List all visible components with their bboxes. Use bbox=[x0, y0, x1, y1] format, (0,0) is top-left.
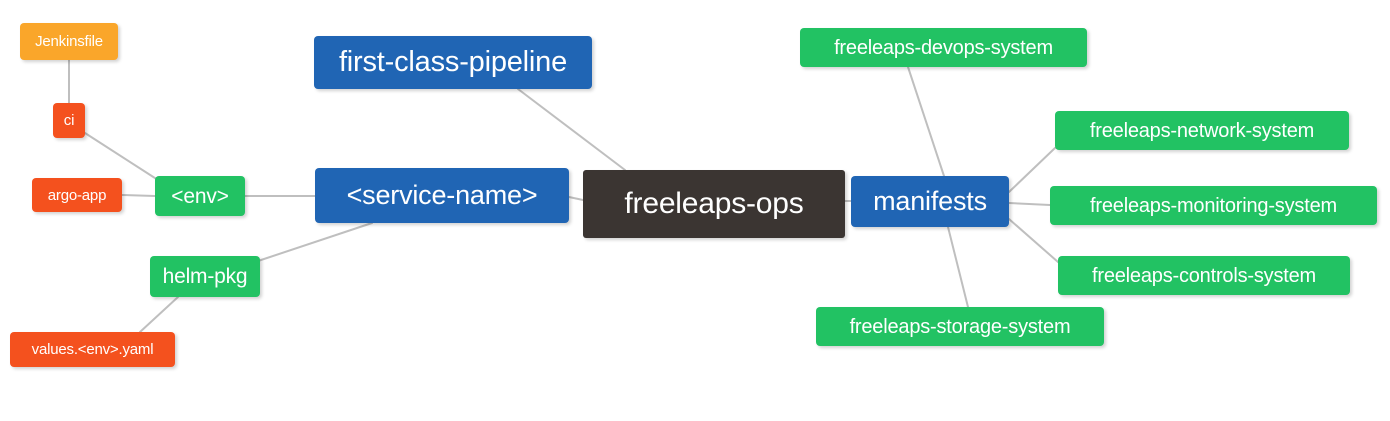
edge-ci-to-env bbox=[84, 132, 159, 181]
node-helm-pkg[interactable]: helm-pkg bbox=[150, 256, 260, 297]
edge-manifests-to-freeleaps-storage-system bbox=[947, 226, 969, 308]
node-freeleaps-ops[interactable]: freeleaps-ops bbox=[583, 170, 845, 238]
node-label-helm-pkg: helm-pkg bbox=[162, 265, 248, 288]
node-label-jenkinsfile: Jenkinsfile bbox=[35, 33, 103, 50]
node-service-name[interactable]: <service-name> bbox=[315, 168, 569, 223]
node-label-freeleaps-devops-system: freeleaps-devops-system bbox=[834, 36, 1053, 59]
node-label-first-class-pipeline: first-class-pipeline bbox=[338, 46, 568, 78]
node-argo-app[interactable]: argo-app bbox=[32, 178, 122, 212]
node-freeleaps-monitoring-system[interactable]: freeleaps-monitoring-system bbox=[1050, 186, 1377, 225]
node-freeleaps-devops-system[interactable]: freeleaps-devops-system bbox=[800, 28, 1087, 67]
node-label-freeleaps-network-system: freeleaps-network-system bbox=[1089, 119, 1315, 142]
node-ci[interactable]: ci bbox=[53, 103, 85, 138]
node-manifests[interactable]: manifests bbox=[851, 176, 1009, 227]
node-first-class-pipeline[interactable]: first-class-pipeline bbox=[314, 36, 592, 89]
edge-values-yaml-to-helm-pkg bbox=[139, 296, 179, 333]
node-label-manifests: manifests bbox=[873, 186, 987, 216]
node-freeleaps-network-system[interactable]: freeleaps-network-system bbox=[1055, 111, 1349, 150]
edge-helm-pkg-to-service-name bbox=[254, 222, 373, 263]
node-label-values-yaml: values.<env>.yaml bbox=[31, 341, 154, 358]
edge-manifests-to-freeleaps-controls-system bbox=[1008, 218, 1059, 263]
node-label-freeleaps-monitoring-system: freeleaps-monitoring-system bbox=[1090, 194, 1337, 217]
node-freeleaps-controls-system[interactable]: freeleaps-controls-system bbox=[1058, 256, 1350, 295]
edge-manifests-to-freeleaps-network-system bbox=[1008, 147, 1056, 193]
edge-service-name-to-freeleaps-ops bbox=[568, 196, 584, 201]
edge-manifests-to-freeleaps-monitoring-system bbox=[1008, 202, 1051, 206]
node-env[interactable]: <env> bbox=[155, 176, 245, 216]
node-values-yaml[interactable]: values.<env>.yaml bbox=[10, 332, 175, 367]
edge-first-class-pipeline-to-freeleaps-ops bbox=[517, 88, 626, 171]
edge-argo-app-to-env bbox=[121, 194, 156, 197]
node-label-ci: ci bbox=[63, 112, 75, 129]
node-label-argo-app: argo-app bbox=[47, 186, 107, 204]
node-label-freeleaps-storage-system: freeleaps-storage-system bbox=[849, 315, 1071, 338]
node-label-freeleaps-controls-system: freeleaps-controls-system bbox=[1092, 264, 1316, 287]
node-label-freeleaps-ops: freeleaps-ops bbox=[624, 187, 804, 220]
node-jenkinsfile[interactable]: Jenkinsfile bbox=[20, 23, 118, 60]
node-freeleaps-storage-system[interactable]: freeleaps-storage-system bbox=[816, 307, 1104, 346]
edge-manifests-to-freeleaps-devops-system bbox=[907, 66, 945, 177]
node-label-env: <env> bbox=[171, 184, 229, 208]
node-label-service-name: <service-name> bbox=[346, 180, 538, 210]
